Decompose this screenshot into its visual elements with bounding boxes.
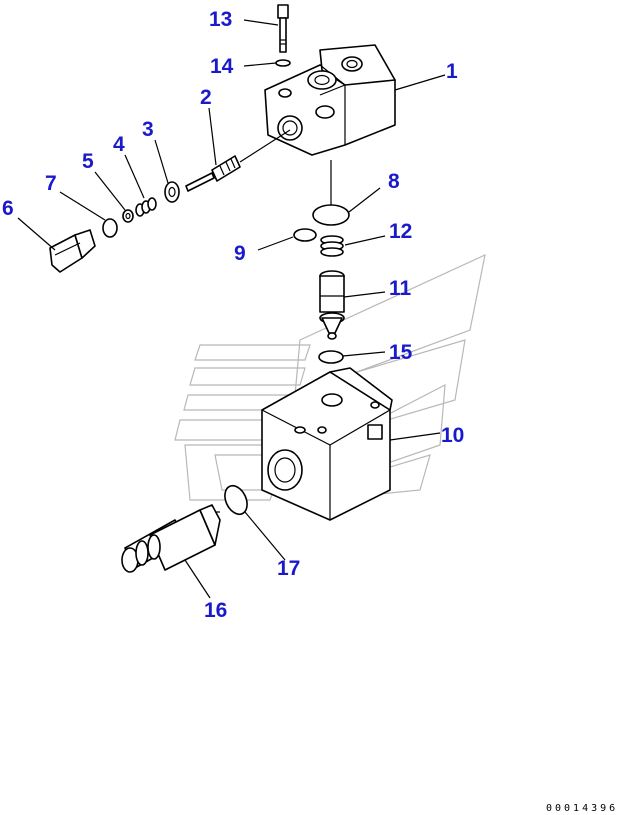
callout-3: 3 [142, 118, 154, 141]
part-15-o-ring [318, 350, 344, 364]
callout-17: 17 [277, 557, 300, 580]
callout-13: 13 [209, 8, 232, 31]
callout-1: 1 [446, 60, 458, 83]
part-14-washer [275, 59, 291, 67]
callout-5: 5 [82, 150, 94, 173]
callout-10: 10 [441, 424, 464, 447]
part-17-o-ring [224, 484, 248, 516]
part-6-plug [49, 229, 96, 273]
callout-2: 2 [200, 86, 212, 109]
callout-labels: 13 14 1 2 3 4 5 7 6 8 9 12 11 15 10 17 1… [2, 8, 464, 622]
part-2-spool [185, 155, 241, 192]
callout-15: 15 [389, 341, 413, 364]
part-1-valve-body [264, 44, 396, 156]
callout-8: 8 [388, 170, 400, 193]
part-16-solenoid-cartridge [121, 504, 221, 573]
part-9-o-ring [293, 228, 317, 242]
part-7-o-ring [102, 218, 118, 238]
part-8-o-ring [312, 204, 350, 226]
callout-9: 9 [234, 242, 246, 265]
leader-lines [17, 19, 446, 599]
callout-6: 6 [2, 197, 14, 220]
part-13-bolt [277, 4, 289, 53]
callout-12: 12 [389, 220, 412, 243]
callout-4: 4 [113, 133, 125, 156]
part-10-valve-body [261, 367, 393, 521]
callout-11: 11 [389, 277, 412, 300]
part-11-poppet [319, 270, 345, 340]
drawing-reference-number: 00014396 [546, 803, 618, 814]
part-4-spring [135, 197, 157, 217]
callout-16: 16 [204, 599, 227, 622]
callout-7: 7 [45, 172, 57, 195]
part-3-nut [164, 181, 180, 203]
part-12-spring [320, 235, 344, 257]
part-5-ring [122, 209, 134, 223]
callout-14: 14 [210, 55, 234, 78]
